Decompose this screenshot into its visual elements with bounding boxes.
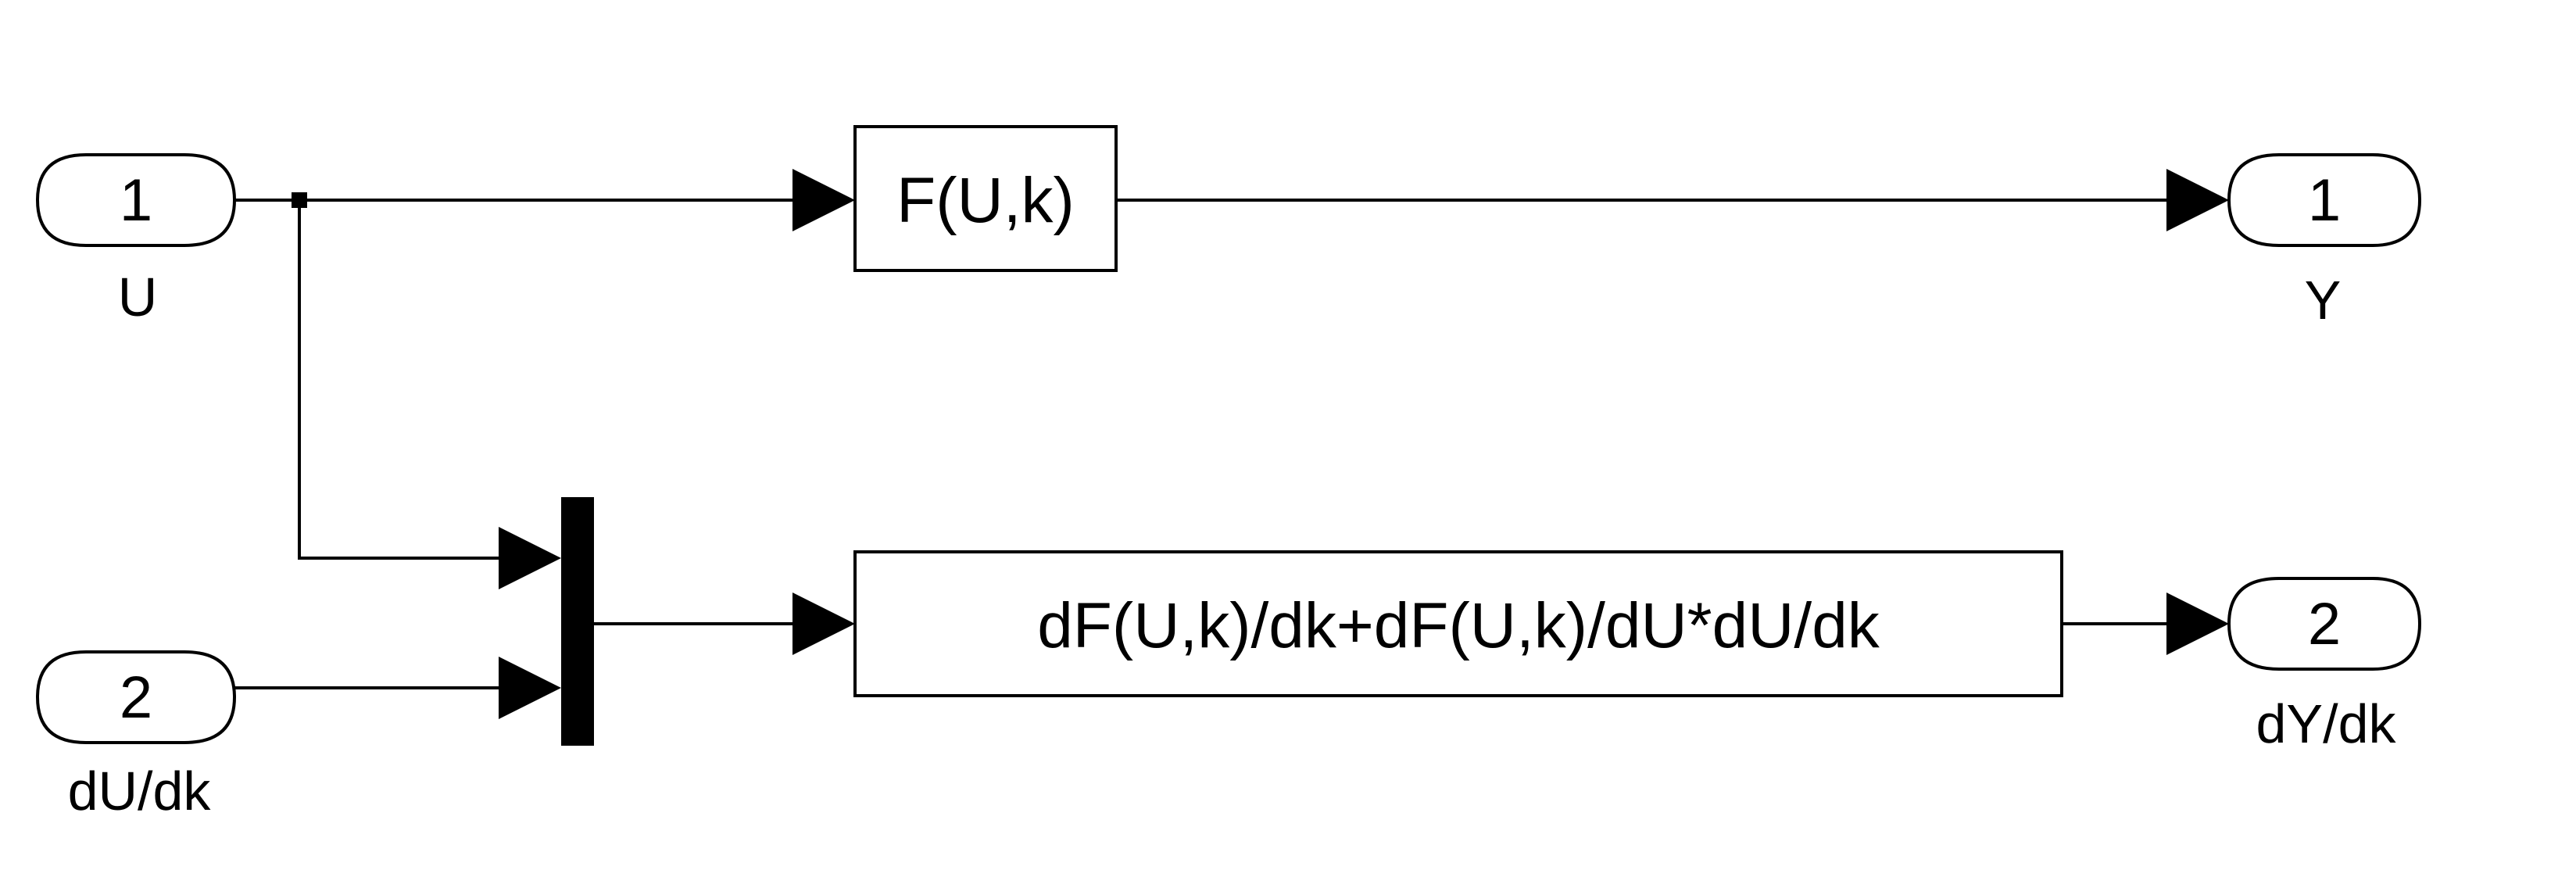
inport-du-dk[interactable]: 2 dU/dk <box>35 650 237 822</box>
derivative-block-label: dF(U,k)/dk+dF(U,k)/dU*dU/dk <box>1037 590 1880 661</box>
outport-y-number: 1 <box>2308 167 2341 234</box>
function-block-label: F(U,k) <box>896 165 1075 236</box>
outport-y-label: Y <box>2305 270 2342 331</box>
function-block[interactable]: F(U,k) <box>853 125 1118 272</box>
outport-dy-dk-label: dY/dk <box>2256 693 2397 754</box>
arrow-into-mux-bottom <box>499 657 561 719</box>
inport-u-shape <box>35 153 237 247</box>
inport-u-label: U <box>118 267 158 328</box>
outport-y-shape <box>2227 153 2422 247</box>
inport-du-dk-number: 2 <box>120 664 152 731</box>
mux-block[interactable] <box>561 497 594 746</box>
function-block-box <box>853 125 1118 272</box>
arrow-into-y <box>2166 169 2229 231</box>
arrow-into-derivative <box>792 593 855 655</box>
outport-dy-dk-number: 2 <box>2308 591 2341 657</box>
arrow-into-dy-dk <box>2166 593 2229 655</box>
inport-u[interactable]: 1 U <box>35 153 237 328</box>
wire-u-to-mux <box>298 200 499 560</box>
arrow-into-function <box>792 169 855 231</box>
derivative-block[interactable]: dF(U,k)/dk+dF(U,k)/dU*dU/dk <box>853 550 2063 697</box>
inport-u-number: 1 <box>120 167 152 234</box>
outport-y[interactable]: 1 Y <box>2227 153 2422 331</box>
arrow-into-mux-top <box>499 527 561 589</box>
outport-dy-dk[interactable]: 2 dY/dk <box>2227 577 2422 754</box>
outport-dy-dk-shape <box>2227 577 2422 671</box>
inport-du-dk-shape <box>35 650 237 744</box>
inport-du-dk-label: dU/dk <box>68 761 212 822</box>
